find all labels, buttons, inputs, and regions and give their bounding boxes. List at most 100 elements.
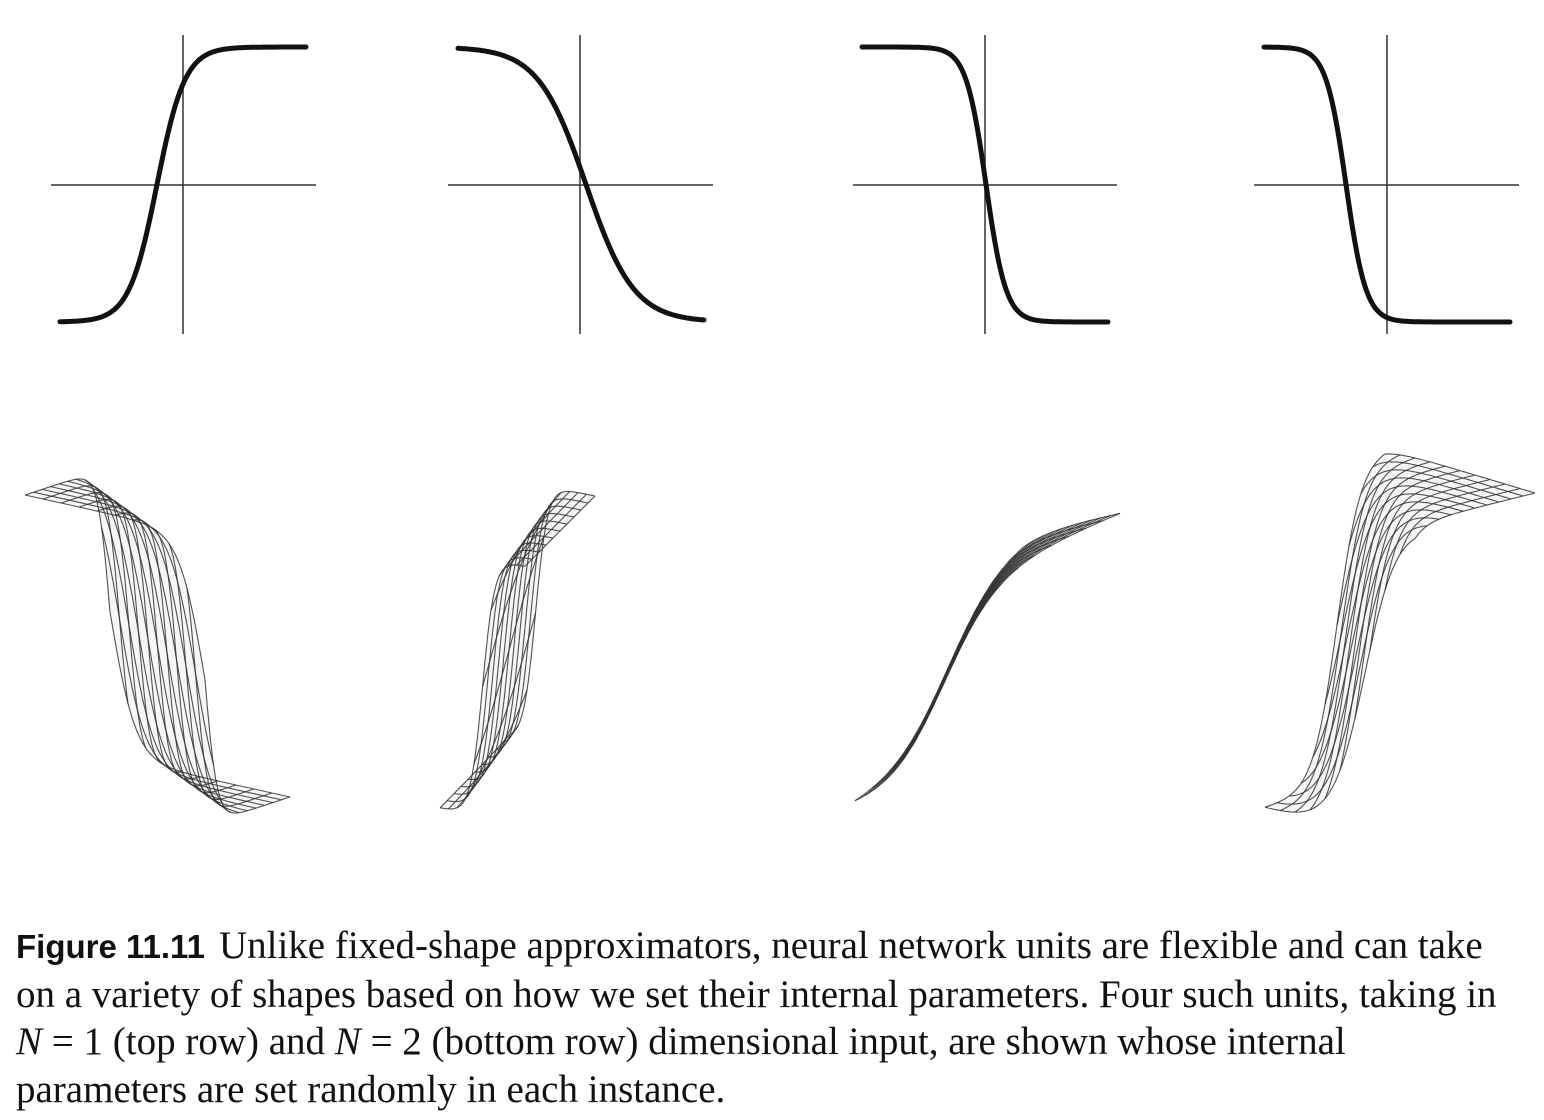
- surface-cell: [54, 483, 68, 488]
- surface-cell: [514, 544, 523, 567]
- surface-cell: [483, 735, 491, 768]
- surface-cell: [562, 495, 571, 500]
- surface-cell: [182, 775, 196, 779]
- surface-cell: [1337, 552, 1351, 625]
- surface-cell: [120, 574, 134, 673]
- surface-cell: [473, 744, 481, 779]
- surface-cell: [571, 500, 580, 505]
- mesh-line: [973, 535, 1070, 614]
- surface-cell: [555, 502, 564, 507]
- mesh-line: [922, 567, 1019, 721]
- surface-cell: [82, 499, 96, 503]
- surface-cell: [552, 530, 560, 535]
- surface-cell: [1283, 795, 1297, 801]
- mesh-line: [930, 517, 1102, 711]
- surface-cell: [573, 509, 581, 514]
- surface-cell: [250, 798, 264, 802]
- surface-cell: [77, 491, 91, 495]
- surface-cell: [1370, 534, 1384, 582]
- surface-cell: [555, 526, 564, 532]
- surface-cell: [555, 522, 563, 527]
- surface-cell: [190, 669, 204, 758]
- mesh-line: [50, 486, 231, 813]
- surface-cell: [559, 523, 567, 528]
- mesh-line: [446, 557, 533, 803]
- surface-cell: [477, 706, 486, 755]
- surface-cell: [461, 782, 469, 787]
- surface-cell: [105, 507, 119, 511]
- surface-cell: [512, 707, 520, 732]
- surface-cell: [255, 797, 269, 801]
- surface-cell: [159, 547, 173, 613]
- surface-cell: [1278, 803, 1292, 808]
- surface-cell: [547, 525, 555, 530]
- surface-cell: [459, 793, 467, 798]
- surface-cell: [550, 521, 559, 526]
- surface-cell: [143, 635, 157, 724]
- surface-cell: [186, 622, 200, 721]
- surface-cell: [537, 521, 545, 557]
- surface-cell: [532, 535, 541, 540]
- surface-cell: [545, 517, 554, 522]
- surface-cell: [1388, 477, 1402, 485]
- surface-cell: [1287, 807, 1301, 813]
- mesh-line: [939, 554, 1036, 687]
- surface-cell: [1421, 506, 1435, 511]
- surface-cell: [1352, 626, 1366, 703]
- surface-cell: [187, 778, 201, 783]
- surface-cell: [34, 495, 48, 499]
- surface-cell: [541, 540, 550, 546]
- surface-cell: [162, 649, 176, 738]
- surface-cell: [1388, 458, 1402, 462]
- surface-cell: [562, 519, 571, 524]
- surface-cell: [566, 495, 575, 500]
- surface-cell: [130, 547, 144, 636]
- surface-cell: [1286, 803, 1300, 809]
- surface-cell: [267, 793, 281, 797]
- surface-cell: [486, 601, 495, 645]
- mesh-line: [1414, 492, 1536, 540]
- surface-cell: [512, 561, 520, 566]
- surface-cell: [498, 568, 506, 593]
- surface-cell: [471, 772, 480, 776]
- surface-cell: [523, 555, 531, 601]
- surface-cell: [534, 543, 542, 548]
- surface-cell: [1382, 507, 1396, 530]
- surface-cell: [544, 533, 553, 538]
- surface-cell: [167, 608, 181, 707]
- surface-cell: [60, 496, 74, 501]
- sigmoid-curve: [859, 44, 1111, 325]
- surface-cell: [1367, 463, 1381, 478]
- surface-cell: [180, 707, 194, 773]
- surface-cell: [211, 795, 225, 800]
- surface-cell: [1341, 645, 1355, 719]
- sigmoid-curve: [1261, 44, 1513, 325]
- surface-cell: [55, 488, 69, 492]
- surface-cell: [1296, 782, 1310, 795]
- top-panel-1: [51, 35, 316, 334]
- mesh-line: [902, 524, 1073, 761]
- surface-cell: [447, 801, 456, 806]
- surface-cell: [1397, 502, 1411, 512]
- surface-cell: [1367, 523, 1381, 568]
- surface-cell: [497, 693, 505, 736]
- surface-cell: [218, 784, 232, 788]
- surface-cell: [464, 779, 473, 784]
- surface-cell: [1347, 676, 1361, 748]
- surface-cell: [492, 625, 500, 682]
- caption-text-1: Unlike fixed-shape approximators, neural…: [16, 924, 1497, 1016]
- surface-cell: [490, 715, 498, 753]
- surface-cell: [457, 786, 466, 791]
- surface-cell: [491, 581, 499, 611]
- surface-cell: [199, 720, 213, 786]
- surface-cell: [72, 483, 86, 487]
- surface-cell: [1314, 770, 1328, 797]
- surface-cell: [1349, 611, 1363, 688]
- surface-cell: [564, 507, 573, 512]
- surface-cell: [515, 712, 523, 731]
- surface-cell: [171, 700, 185, 766]
- surface-cell: [516, 574, 524, 626]
- surface-cell: [551, 525, 560, 531]
- surface-cell: [70, 503, 84, 507]
- surface-cell: [552, 506, 560, 510]
